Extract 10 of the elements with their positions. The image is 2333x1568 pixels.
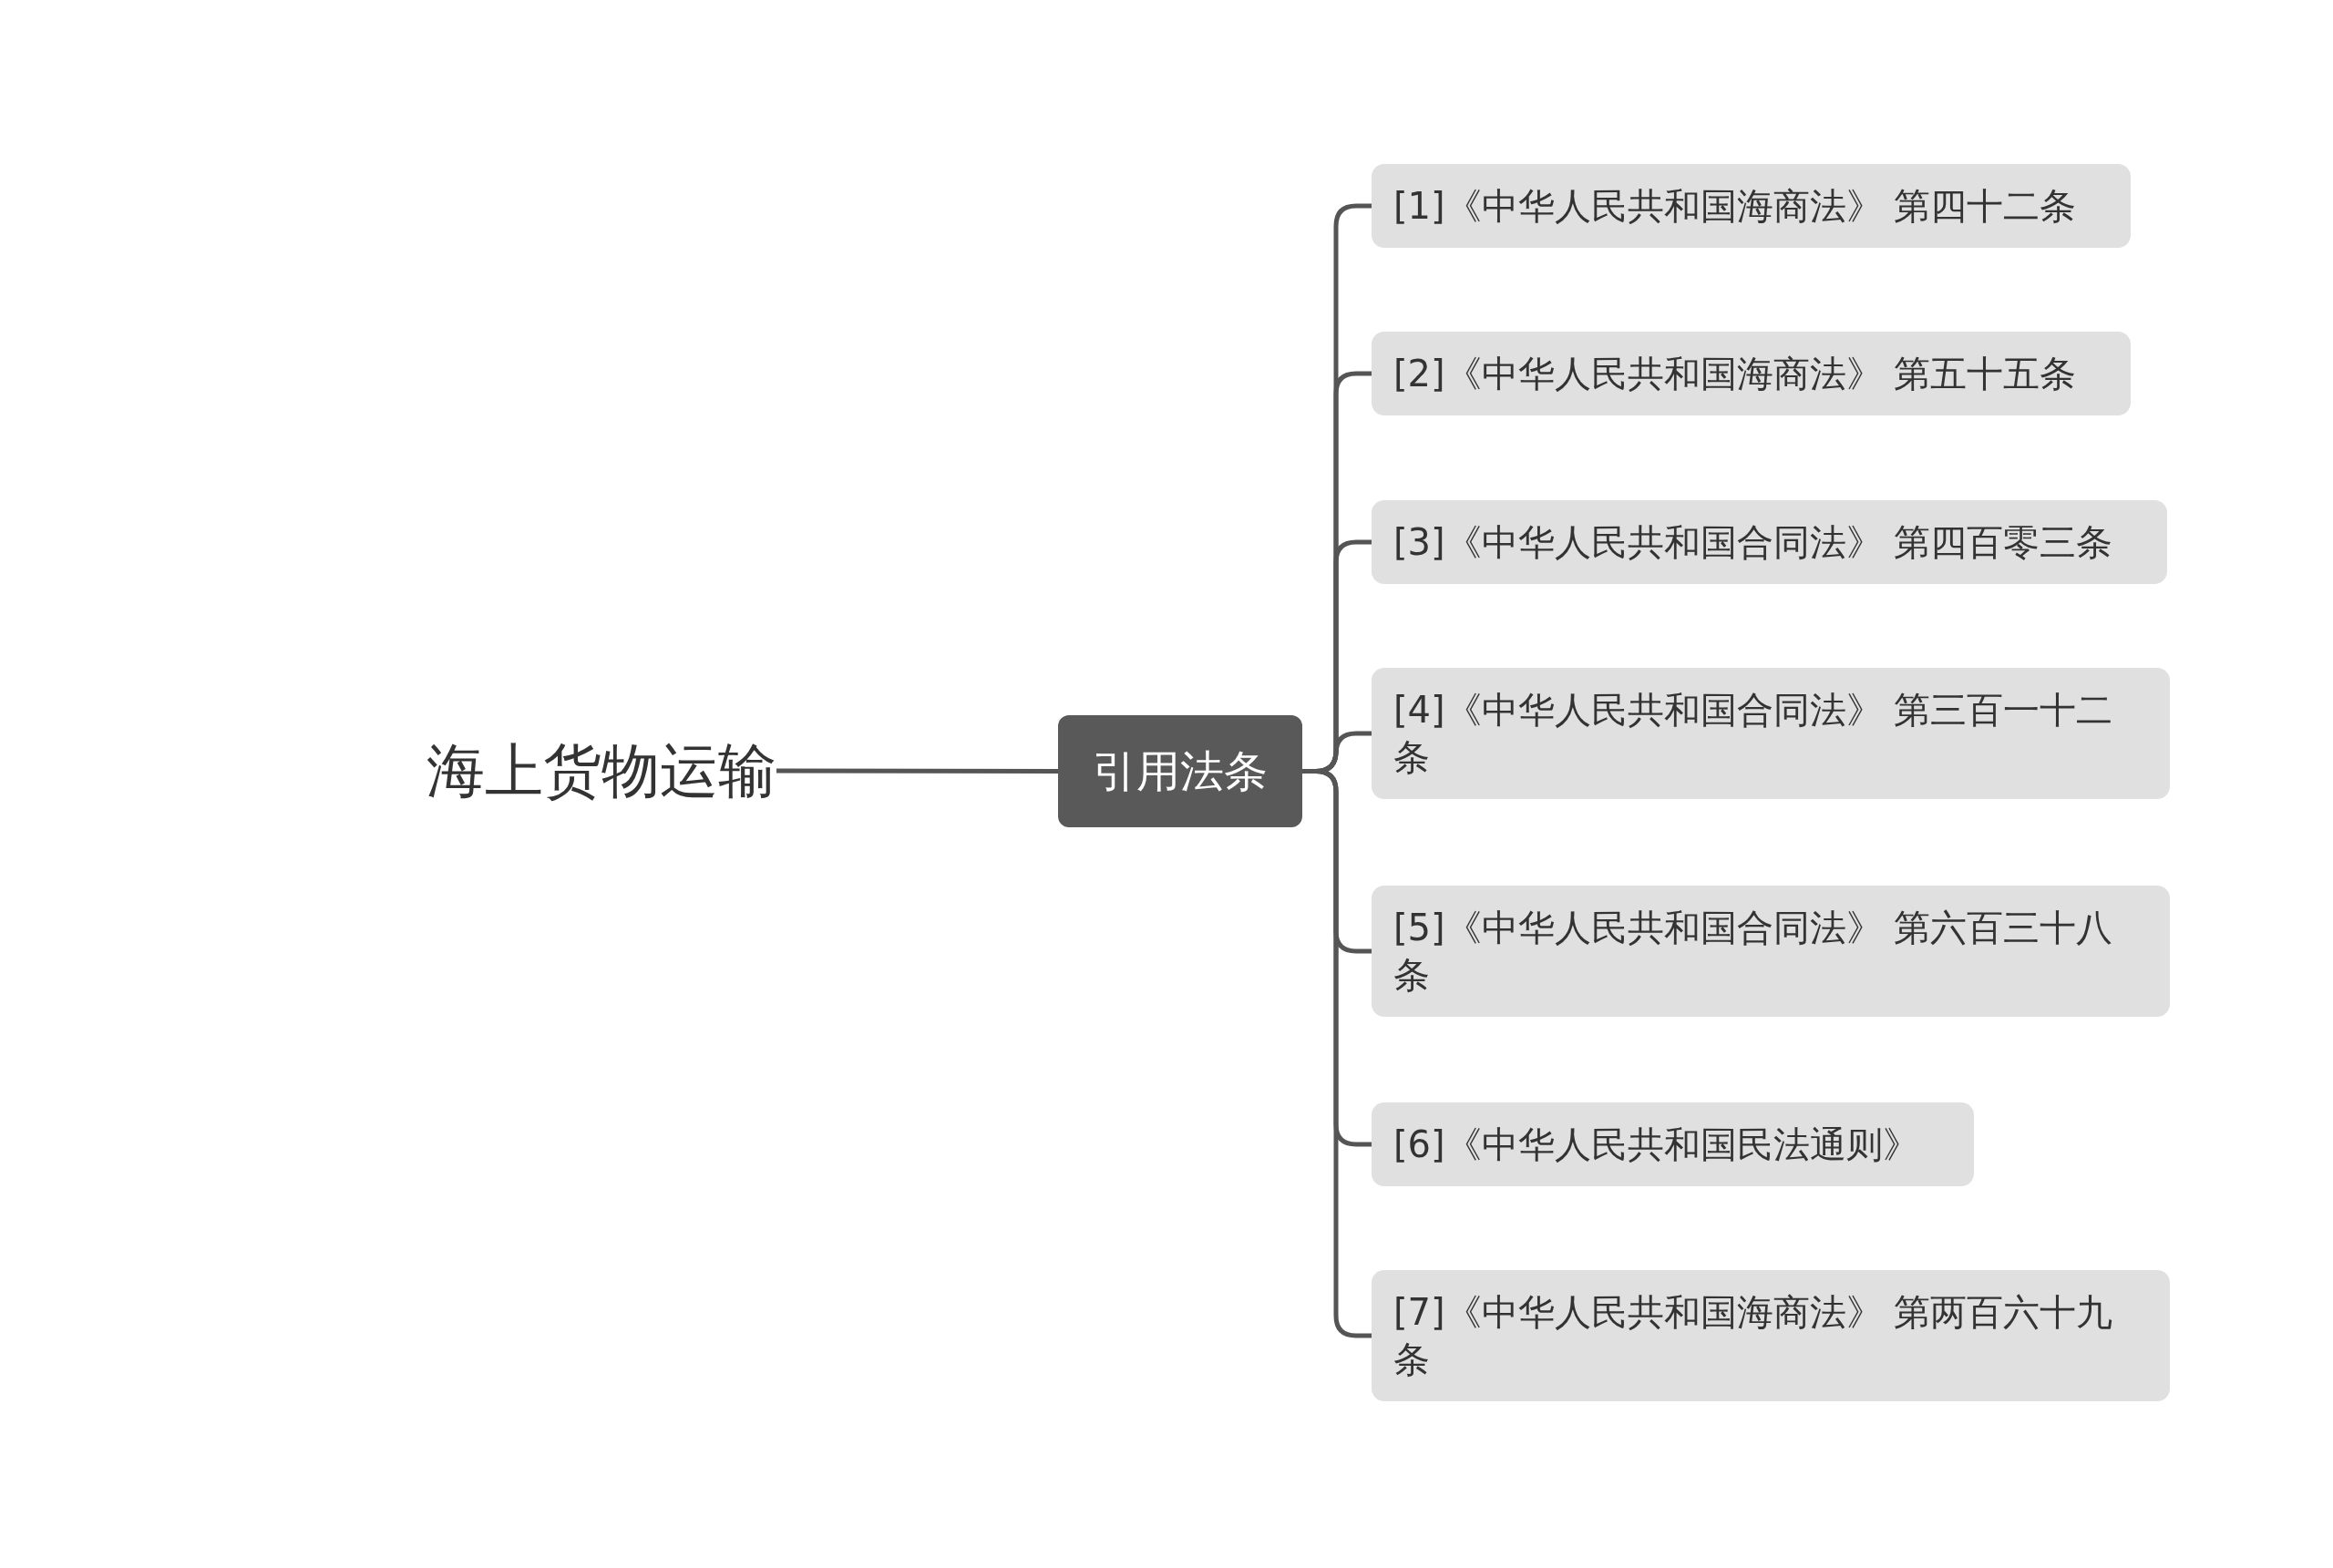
citation-box: [4]《中华人民共和国合同法》 第三百一十二条 [1372, 668, 2170, 799]
topic-text: 海上货物运输 [427, 733, 776, 809]
citation-box: [1]《中华人民共和国海商法》 第四十二条 [1372, 164, 2132, 248]
branch-box: 引用法条 [1058, 715, 1302, 827]
citation-box: [6]《中华人民共和国民法通则》 [1372, 1102, 1974, 1186]
citation-box: [3]《中华人民共和国合同法》 第四百零三条 [1372, 500, 2168, 584]
citation-box: [7]《中华人民共和国海商法》 第两百六十九条 [1372, 1270, 2170, 1401]
citation-box: [5]《中华人民共和国合同法》 第六百三十八条 [1372, 886, 2170, 1017]
connector-line [776, 768, 1058, 774]
citation-box: [2]《中华人民共和国海商法》 第五十五条 [1372, 332, 2132, 415]
